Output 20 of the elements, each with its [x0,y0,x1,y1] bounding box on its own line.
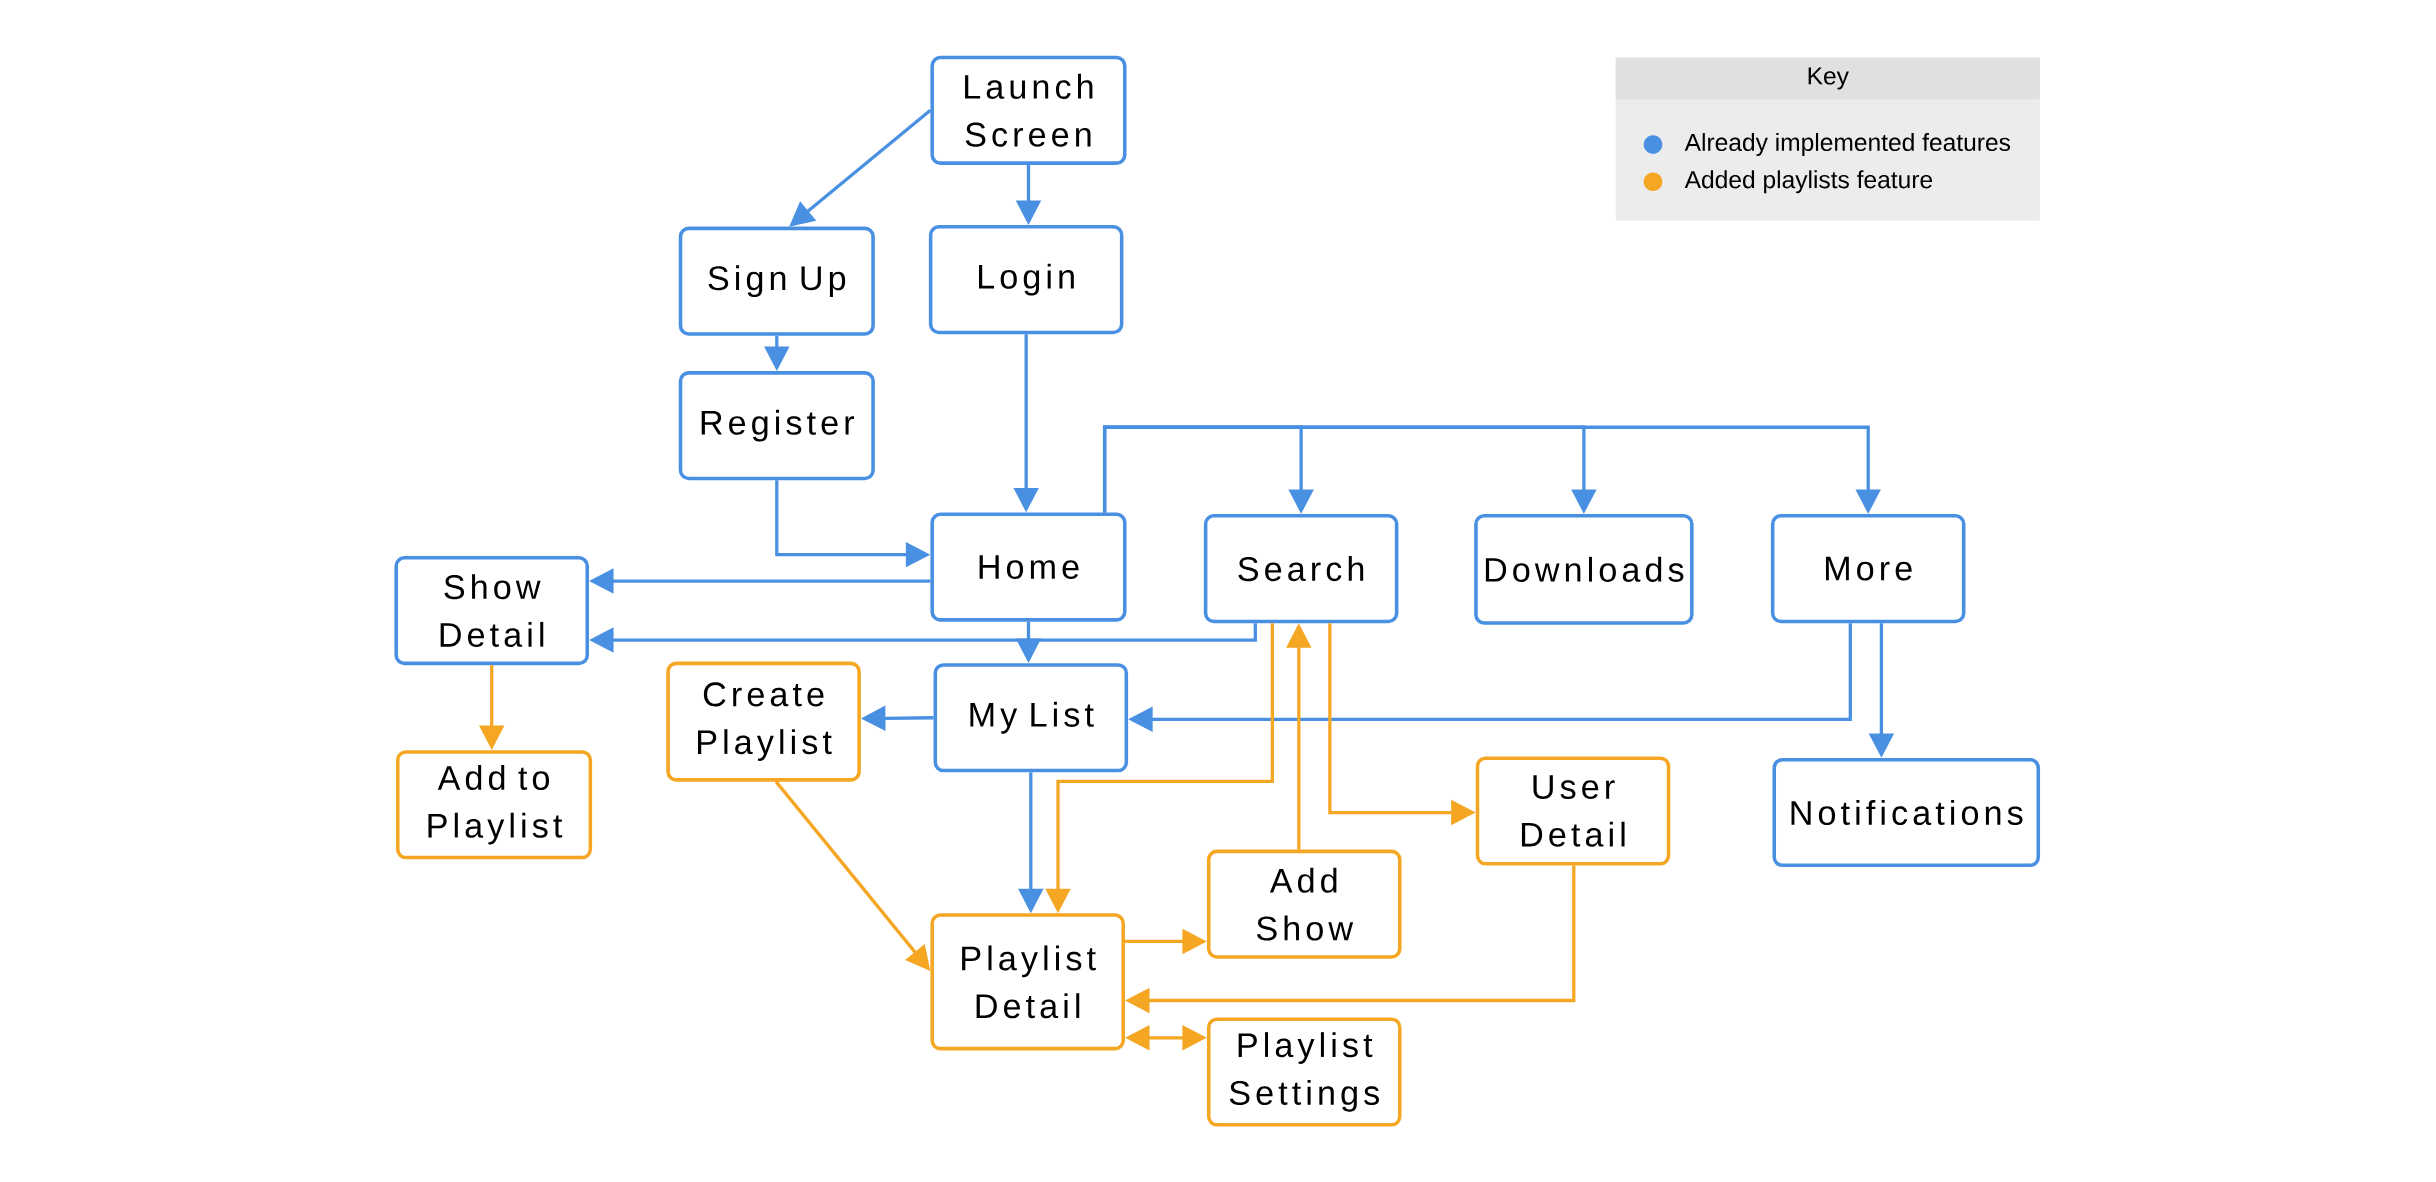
screen-box: Create Playlist [666,661,861,782]
screen-box: More [1770,513,1966,624]
screen-box: Register [678,370,875,481]
screen-box: Notifications [1772,757,2041,867]
screen-box: User Detail [1475,756,1671,866]
screen-box: Launch Screen [930,55,1127,165]
screen-box: Search [1203,513,1399,624]
screen-box: Add to Playlist [396,750,593,860]
screen-box: Downloads [1474,513,1694,625]
screen-box: My List [933,663,1129,773]
screen-box: Home [930,512,1127,622]
screen-box: Add Show [1206,849,1402,959]
screen-box: Sign Up [678,226,875,336]
screen-box: Login [928,224,1124,335]
legend-text: Already implemented features [1684,132,2011,156]
screen-box: Playlist Settings [1206,1017,1402,1127]
screen-box: Show Detail [394,555,589,665]
screen-box: Playlist Detail [930,913,1125,1051]
legend-title: Key [1808,67,1849,90]
legend-text: Added playlists feature [1684,170,1933,194]
